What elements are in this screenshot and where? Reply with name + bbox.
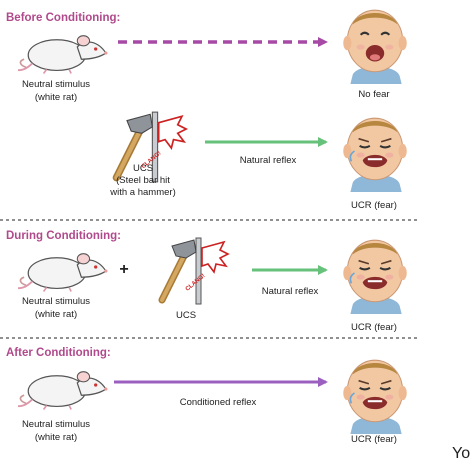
rat-icon: [18, 34, 109, 75]
cropped-corner-text: Yo: [452, 445, 470, 458]
white-rat-label: (white rat): [35, 432, 77, 443]
section-title-before: Before Conditioning:: [6, 12, 120, 24]
ucr-fear-label-3: UCR (fear): [351, 434, 397, 445]
natural-reflex-label-2: Natural reflex: [262, 286, 319, 297]
ucs-label-2: UCS: [176, 310, 196, 321]
hammer-hitting-bar-icon: [162, 238, 228, 304]
section-title-during: During Conditioning:: [6, 230, 121, 242]
neutral-stimulus-label: Neutral stimulus: [22, 79, 90, 90]
smiling-baby-icon: [342, 9, 408, 84]
neutral-stimulus-label: Neutral stimulus: [22, 419, 90, 430]
crying-baby-icon: [342, 239, 408, 314]
ucs-label: UCS: [133, 163, 153, 174]
no-fear-label: No fear: [358, 89, 389, 100]
rat-icon: [18, 252, 109, 293]
rat-icon: [18, 370, 109, 411]
neutral-stimulus-label: Neutral stimulus: [22, 296, 90, 307]
conditioned-reflex-label: Conditioned reflex: [180, 397, 257, 408]
white-rat-label: (white rat): [35, 92, 77, 103]
ucs-description-line1: (Steel bar hit: [116, 175, 170, 186]
white-rat-label: (white rat): [35, 309, 77, 320]
ucr-fear-label-2: UCR (fear): [351, 322, 397, 333]
ucs-description-line2: with a hammer): [109, 187, 175, 198]
natural-reflex-label-1: Natural reflex: [240, 155, 297, 166]
crying-baby-icon: [342, 117, 408, 192]
section-title-after: After Conditioning:: [6, 347, 111, 359]
plus-sign: +: [119, 261, 128, 278]
ucr-fear-label-1: UCR (fear): [351, 200, 397, 211]
crying-baby-icon: [342, 359, 408, 434]
